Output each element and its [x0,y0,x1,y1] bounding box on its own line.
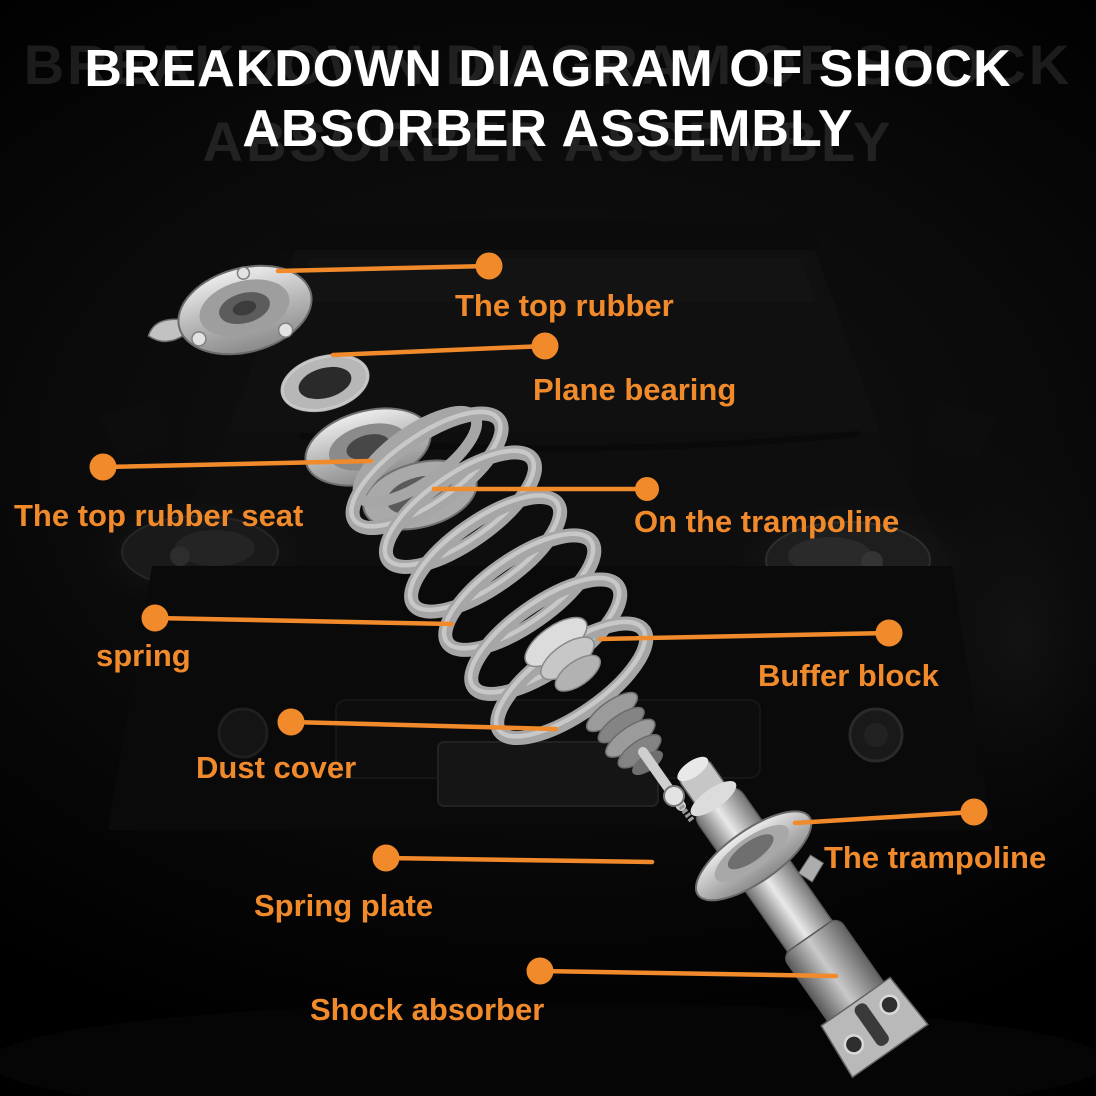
dust-cover-part [585,691,664,776]
label-spring: spring [96,638,191,673]
spring-coil-highlight [441,531,596,651]
hose-bracket [797,854,825,883]
ghost-title: BREAKDOWN DIAGRAM OF SHOCK ABSORBER ASSE… [0,26,1096,181]
headlight-left-bulb [170,546,190,566]
page-title: BREAKDOWN DIAGRAM OF SHOCK ABSORBER ASSE… [0,40,1096,160]
shock-absorber-illustration [147,264,929,1079]
label-spring-plate: Spring plate [254,888,434,923]
spring-coil-highlight [382,448,537,568]
top-rubber-seat-leader-line [100,458,374,470]
the-trampoline-leader-line [792,809,977,826]
spring-dot [141,604,169,632]
label-the-trampoline: The trampoline [824,840,1047,875]
headlight-right-lens [788,537,872,575]
top-rubber-seat-dot [89,453,117,481]
ghost-title-line2: ABSORBER ASSEMBLY [202,110,894,174]
spring-coil-highlight [349,409,503,529]
buffer-segment [554,654,601,692]
fog-light-left [217,707,269,759]
coil-spring-part [345,405,654,746]
spring-coil-highlight [407,493,562,613]
car-roof [280,218,820,252]
bearing-part [280,353,370,413]
label-top-rubber-seat: The top rubber seat [14,498,304,533]
bracket-bolt-hole [879,994,900,1016]
rod-nut [663,785,685,807]
fog-light-right-lens [864,723,888,747]
mount-stud [236,266,251,280]
tube-cap [690,780,737,817]
label-top-rubber: The top rubber [455,288,674,323]
spring-plate-dot [372,844,400,872]
callouts [89,252,988,985]
label-buffer-block: Buffer block [758,658,939,693]
title-line2: ABSORBER ASSEMBLY [242,99,854,158]
top-rubber-dot [475,252,503,280]
bracket-bolt-hole [843,1034,865,1055]
shock-absorber-leader-line [537,968,839,979]
gland-top [677,756,709,782]
buffer-block-dot [875,619,903,647]
rod-thread-tip [678,804,696,824]
shock-absorber-dot [526,957,554,985]
the-trampoline-dot [960,798,988,826]
spring-plate-leader-line [383,855,655,865]
label-dust-cover: Dust cover [196,750,357,785]
mirror-right [924,400,996,460]
top-rubber-leader-line [275,263,492,274]
plane-bearing-leader-line [330,343,548,358]
bearing-inner [298,366,352,400]
bearing-highlight [280,353,370,413]
mirror-left [100,398,172,458]
headlight-left-lens [175,530,255,566]
label-plane-bearing: Plane bearing [533,372,737,407]
mount-stud [277,322,294,338]
title-line1: BREAKDOWN DIAGRAM OF SHOCK [84,40,1012,98]
plane-bearing-dot [531,332,559,360]
on-the-trampoline-dot [635,477,659,501]
dust-cover-dot [277,708,305,736]
strut-mount-part [147,264,313,356]
mount-tab [147,318,187,343]
ground-shadow [0,1002,1096,1096]
spring-perch-hub [727,834,774,870]
spring-leader-line [152,615,455,627]
dust-cover-leader-line [288,719,559,732]
ghost-title-line1: BREAKDOWN DIAGRAM OF SHOCK [23,33,1073,96]
mount-stud [191,331,207,347]
piston-rod-part [638,747,696,824]
label-on-the-trampoline: On the trampoline [634,504,900,539]
strut-body-part [677,756,929,1079]
buffer-block-part [524,616,601,692]
label-shock-absorber: Shock absorber [310,992,545,1027]
buffer-block-leader-line [597,630,892,642]
bracket-slot [854,1003,889,1046]
car-bumper [108,566,992,830]
mount-hole [232,300,257,316]
